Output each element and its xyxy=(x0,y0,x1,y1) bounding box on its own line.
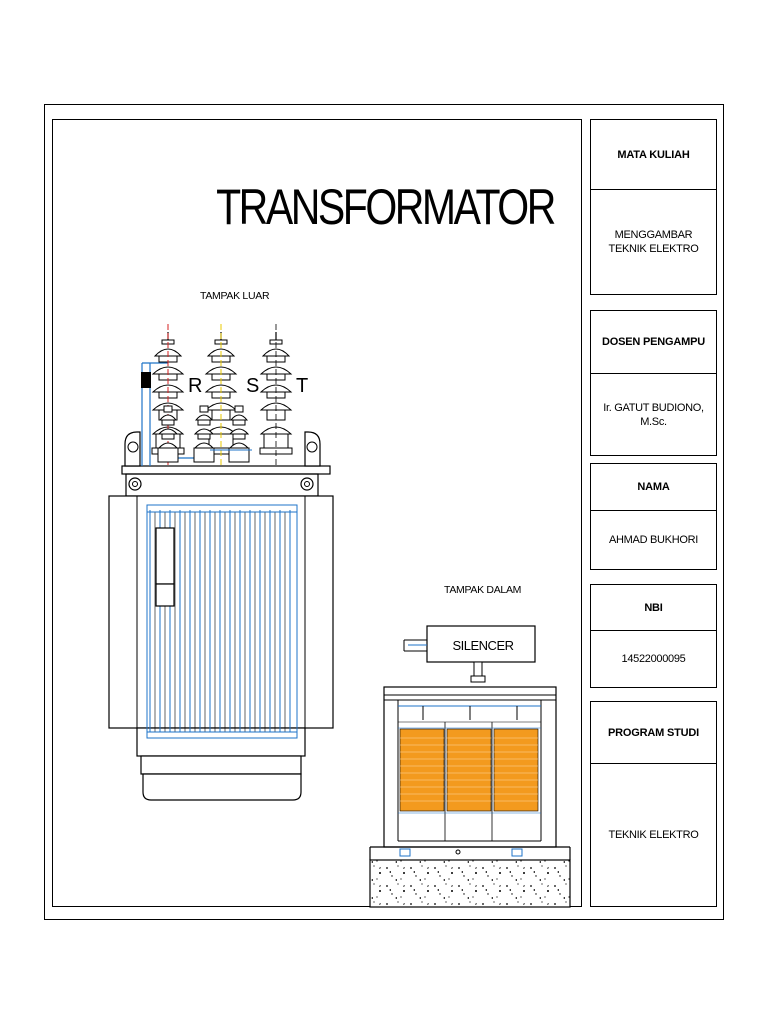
silencer-box xyxy=(426,625,536,663)
silencer-label: SILENCER xyxy=(452,638,513,653)
name-value: AHMAD BUKHORI xyxy=(609,534,698,546)
inner-view-label: TAMPAK DALAM xyxy=(444,584,522,596)
phase-label-s: S xyxy=(246,375,259,397)
core-windings xyxy=(398,721,541,841)
title-block-program: PROGRAM STUDI TEKNIK ELEKTRO xyxy=(590,701,717,907)
nbi-value: 14522000095 xyxy=(621,653,686,665)
tank-base xyxy=(142,773,302,801)
breather xyxy=(141,372,151,388)
tank-cover xyxy=(121,465,331,475)
title-block-lecturer: DOSEN PENGAMPU Ir. GATUT BUDIONO, M.Sc. xyxy=(590,310,717,456)
drawing-area-border xyxy=(52,119,582,907)
lecturer-header: DOSEN PENGAMPU xyxy=(602,336,705,348)
title-block-name: NAMA AHMAD BUKHORI xyxy=(590,463,717,570)
drawing-outer-border xyxy=(44,104,724,920)
program-header: PROGRAM STUDI xyxy=(608,726,699,739)
program-value: TEKNIK ELEKTRO xyxy=(608,829,699,841)
title-block-nbi: NBI 14522000095 xyxy=(590,584,717,688)
outer-view: R S T xyxy=(108,324,334,801)
course-value: MENGGAMBAR TEKNIK ELEKTRO xyxy=(608,229,699,255)
nbi-header: NBI xyxy=(644,601,663,614)
title-block-course: MATA KULIAH MENGGAMBAR TEKNIK ELEKTRO xyxy=(590,119,717,295)
nameplate xyxy=(155,527,175,585)
lv-bushing-2 xyxy=(228,405,250,463)
inner-view: SILENCER xyxy=(369,625,571,908)
phase-label-t: T xyxy=(296,375,308,397)
concrete-foundation xyxy=(369,859,571,908)
outer-view-label: TAMPAK LUAR xyxy=(200,290,270,302)
phase-label-r: R xyxy=(188,375,202,397)
tank-body xyxy=(108,495,334,729)
lv-bushing-1 xyxy=(193,405,215,463)
course-header: MATA KULIAH xyxy=(617,148,690,161)
lecturer-value: Ir. GATUT BUDIONO, M.Sc. xyxy=(603,401,704,428)
name-header: NAMA xyxy=(637,481,670,493)
radiator-fins xyxy=(146,504,298,739)
